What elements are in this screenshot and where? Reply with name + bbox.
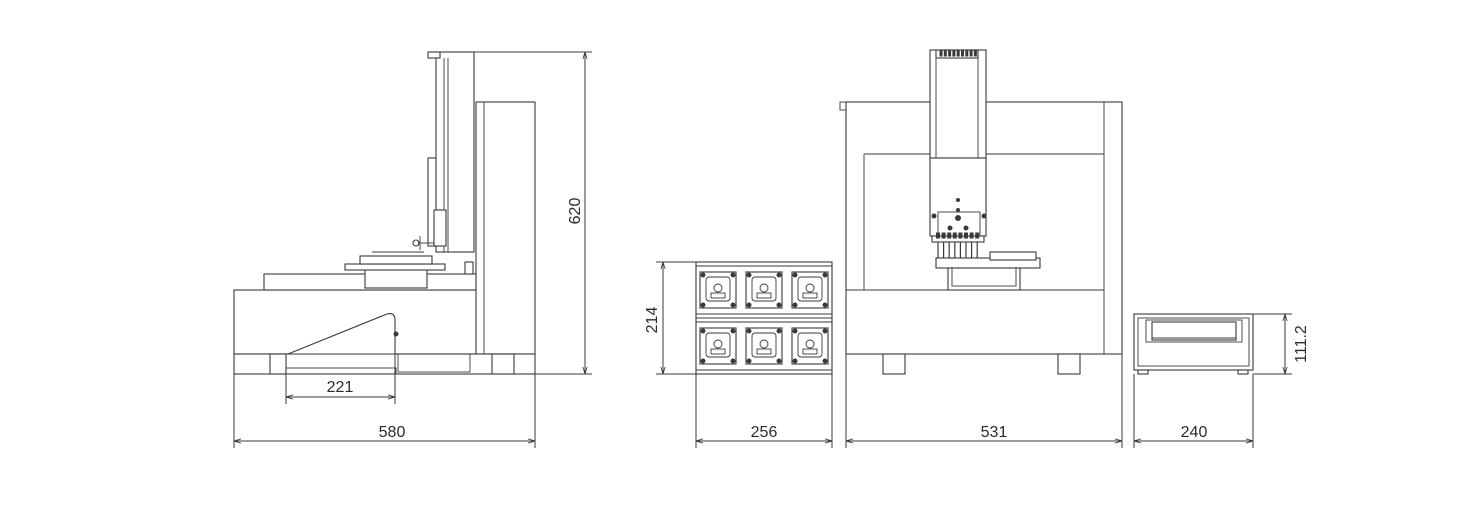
- pump-head-icon: [791, 327, 829, 365]
- dimension-label-620: 620: [567, 198, 584, 225]
- dimension-620: 620: [474, 51, 592, 375]
- dimension-label-221: 221: [327, 379, 354, 396]
- dimension-256: 256: [695, 374, 833, 448]
- dimension-label-531: 531: [981, 424, 1008, 441]
- side-view: [233, 51, 536, 375]
- dimension-label-256: 256: [751, 424, 778, 441]
- dimension-221: 221: [285, 354, 396, 404]
- pump-head-icon: [699, 271, 737, 309]
- pump-head-icon: [745, 271, 783, 309]
- controller: [1133, 313, 1254, 375]
- dimension-580: 580: [233, 354, 536, 448]
- front-view: [839, 49, 1123, 375]
- dimension-label-214: 214: [644, 307, 661, 334]
- dimension-111-2: 111.2: [1253, 313, 1310, 375]
- pump-head-icon: [791, 271, 829, 309]
- pump-unit: [695, 261, 833, 375]
- dimension-label-111-2: 111.2: [1293, 325, 1310, 363]
- pump-head-icon: [745, 327, 783, 365]
- pump-head-icon: [699, 327, 737, 365]
- dimension-label-580: 580: [379, 424, 406, 441]
- dimension-531: 531: [845, 354, 1123, 448]
- dimension-label-240: 240: [1181, 424, 1208, 441]
- dimension-240: 240: [1133, 374, 1254, 448]
- dimension-214: 214: [644, 261, 696, 375]
